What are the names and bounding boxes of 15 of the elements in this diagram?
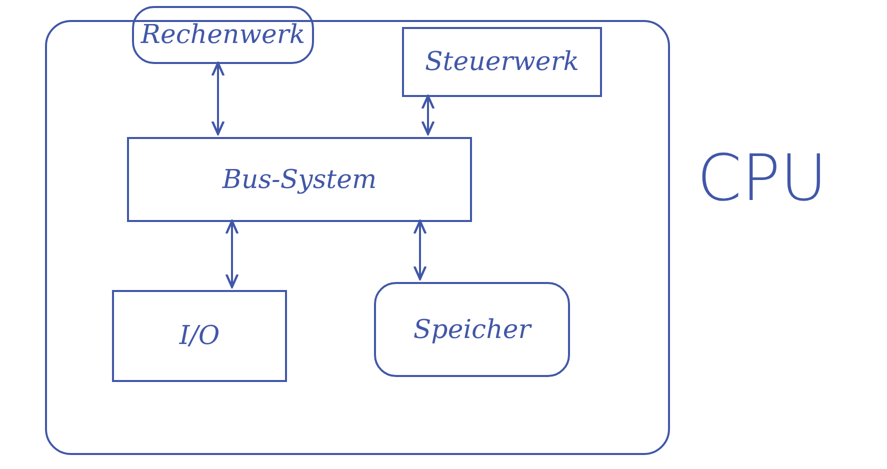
process-box: [112, 290, 287, 382]
rounded-box: [374, 282, 570, 377]
double-arrow: [421, 94, 435, 136]
double-arrow: [211, 62, 225, 136]
double-arrow: [413, 220, 427, 280]
rounded-box: [132, 6, 314, 64]
node-label: I/O: [179, 321, 220, 351]
node-label: Speicher: [413, 314, 531, 344]
node-label: Steuerwerk: [424, 47, 580, 77]
node-label: Bus-System: [222, 164, 377, 194]
node-label: Rechenwerk: [140, 20, 306, 50]
process-box: [127, 137, 472, 222]
process-box: [402, 27, 602, 97]
double-arrow: [225, 220, 239, 288]
heading: CPU: [697, 142, 828, 216]
